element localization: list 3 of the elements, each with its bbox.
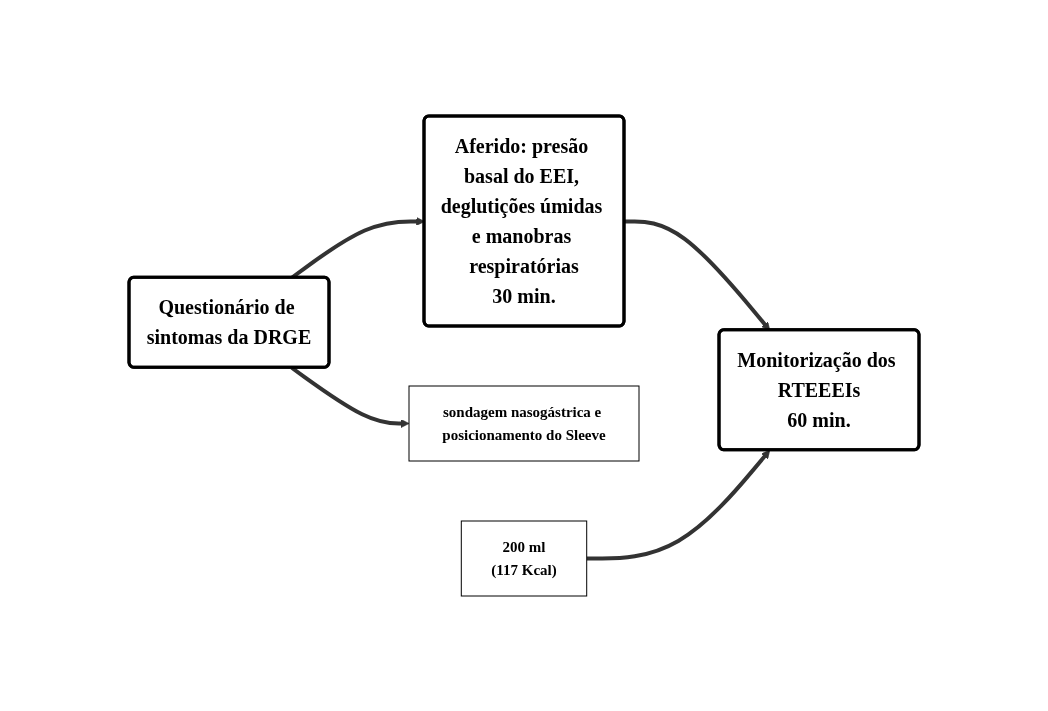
arrow (586, 449, 771, 560)
node-box: sondagem nasogástrica e posicionamento do Sleeve (408, 385, 640, 461)
node-box: 200 ml (117 Kcal) (460, 520, 588, 596)
